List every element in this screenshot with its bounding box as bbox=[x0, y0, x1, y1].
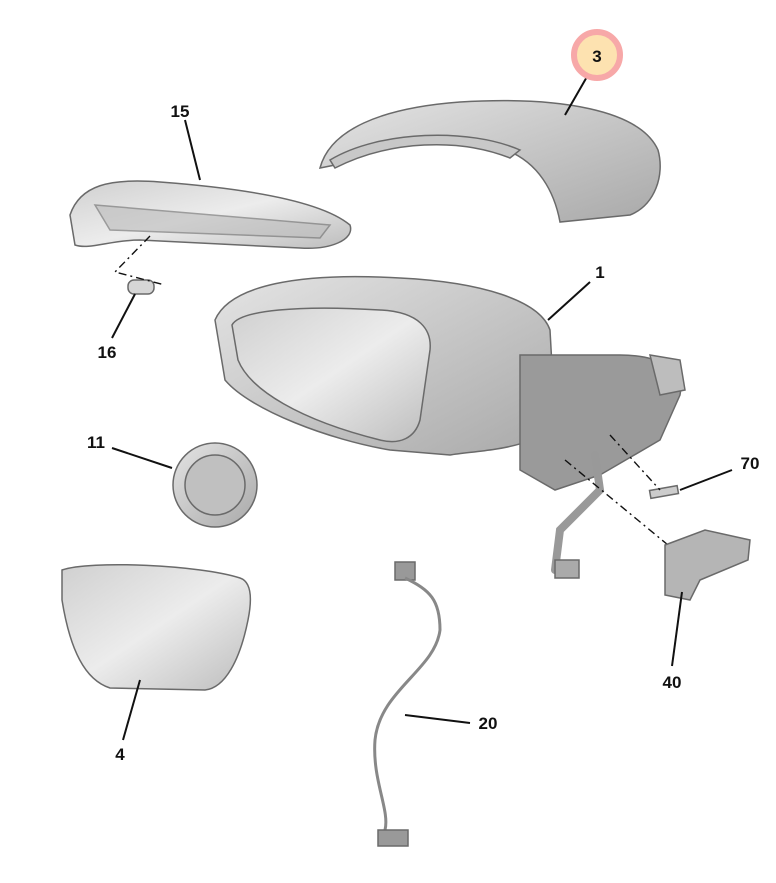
screw-part[interactable] bbox=[648, 484, 680, 500]
bracket-part[interactable] bbox=[664, 529, 751, 601]
callout-16[interactable]: 16 bbox=[98, 343, 117, 362]
callout-11[interactable]: 11 bbox=[87, 433, 105, 452]
callout-1[interactable]: 1 bbox=[595, 263, 604, 282]
bulb-part[interactable] bbox=[127, 279, 155, 295]
callout-15[interactable]: 15 bbox=[171, 102, 190, 121]
wiring-harness-part[interactable] bbox=[373, 561, 442, 847]
leader-line-16 bbox=[111, 293, 136, 339]
leader-line-40 bbox=[671, 591, 683, 667]
callout-3[interactable]: 3 bbox=[592, 47, 601, 66]
mirror-glass-part[interactable] bbox=[61, 563, 252, 691]
callout-40[interactable]: 40 bbox=[663, 673, 682, 692]
mirror-cover-part[interactable] bbox=[318, 99, 661, 223]
turn-signal-part[interactable] bbox=[69, 180, 352, 249]
highlight-circle bbox=[571, 29, 623, 81]
leader-line-11 bbox=[111, 447, 173, 469]
callout-70[interactable]: 70 bbox=[741, 454, 760, 473]
motor-part[interactable] bbox=[172, 442, 258, 528]
leader-line-20 bbox=[404, 714, 471, 724]
leader-line-1 bbox=[547, 281, 591, 321]
mirror-assembly-part[interactable] bbox=[214, 275, 686, 579]
leader-line-15 bbox=[184, 119, 201, 181]
leader-line-4 bbox=[122, 679, 141, 741]
leader-line-70 bbox=[679, 469, 733, 491]
callout-20[interactable]: 20 bbox=[479, 714, 498, 733]
callout-4[interactable]: 4 bbox=[115, 745, 125, 764]
